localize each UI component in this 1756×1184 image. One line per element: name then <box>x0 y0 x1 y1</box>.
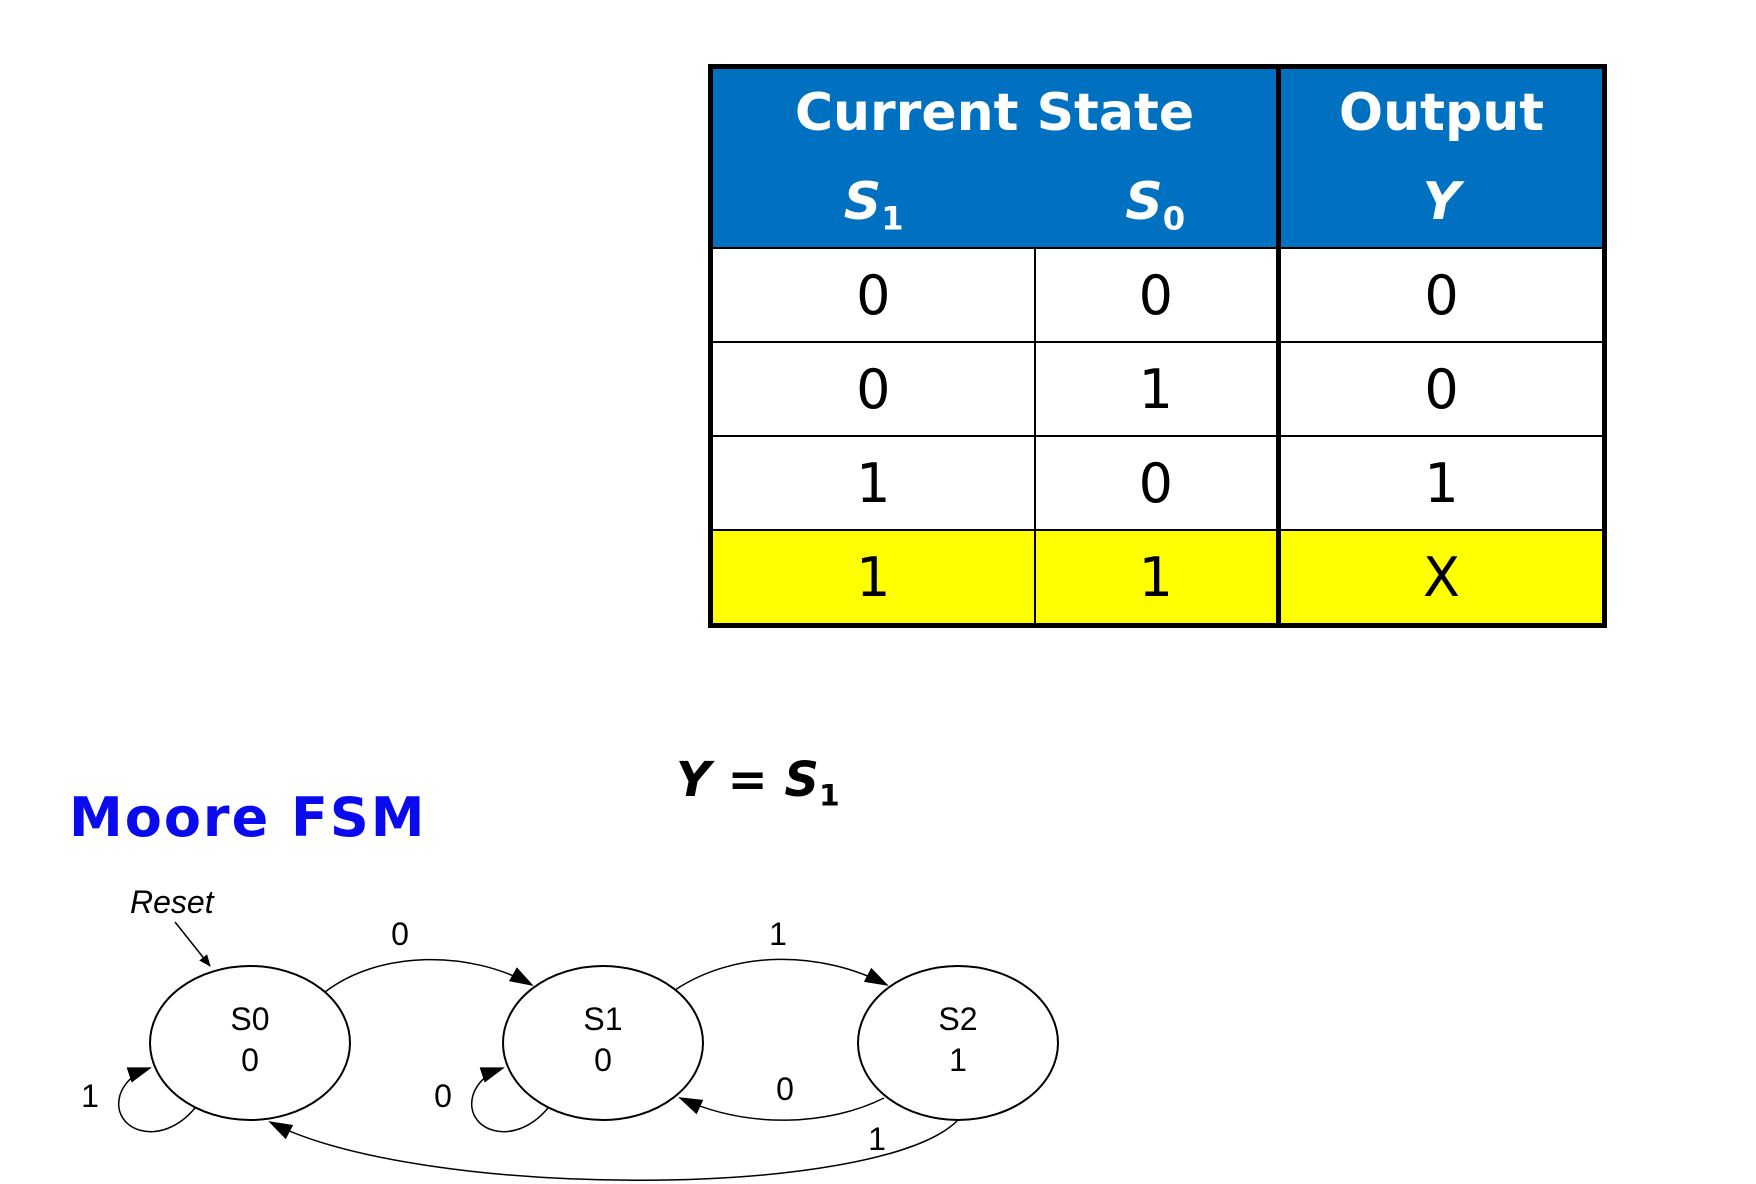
transition-s2-s1 <box>678 1097 885 1121</box>
equation-rhs: S <box>784 752 819 808</box>
column-header-s1: S1 <box>710 157 1035 248</box>
truth-table: Current State Output S1 S0 Y 0 0 0 0 1 0… <box>708 64 1607 628</box>
table-cell-y: 0 <box>1276 341 1606 437</box>
state-s1-circle <box>502 965 704 1121</box>
state-s0: S0 0 <box>149 965 351 1121</box>
table-cell-s1: 1 <box>709 529 1036 627</box>
column-header-s0-name: S <box>1125 172 1163 232</box>
transition-s0-s0 <box>117 1067 196 1133</box>
table-cell-s1: 1 <box>709 435 1036 531</box>
table-row: 0 0 0 <box>709 247 1606 343</box>
table-cell-y: 1 <box>1276 435 1606 531</box>
transition-s0-s1-label: 0 <box>391 916 409 952</box>
reset-label: Reset <box>130 884 215 920</box>
moore-fsm-title: Moore FSM <box>69 786 427 849</box>
transition-s0-s1 <box>324 958 534 993</box>
column-header-s0-subscript: 0 <box>1162 199 1186 238</box>
column-header-s1-name: S <box>843 172 882 232</box>
table-cell-s1: 0 <box>709 341 1036 437</box>
equation-lhs: Y <box>676 752 711 808</box>
table-row: 1 0 1 <box>709 435 1606 531</box>
column-header-s0: S0 <box>1034 157 1279 248</box>
output-equation: Y = S1 <box>676 752 840 811</box>
state-s2-name: S2 <box>938 1001 977 1037</box>
transition-s1-s1-label: 0 <box>434 1078 452 1114</box>
transition-s2-s0-label: 1 <box>868 1121 886 1157</box>
fsm-state-diagram: Reset S0 0 S1 0 S2 1 1 0 0 1 0 1 <box>81 884 1059 1181</box>
table-cell-y: 0 <box>1276 247 1606 343</box>
column-header-row: S1 S0 Y <box>710 157 1605 248</box>
state-s0-circle <box>149 965 351 1121</box>
table-cell-s0: 1 <box>1033 529 1280 627</box>
state-s1-name: S1 <box>583 1001 622 1037</box>
state-s2-output: 1 <box>949 1042 967 1078</box>
equation-rhs-subscript: 1 <box>818 778 840 814</box>
group-header-output: Output <box>1276 66 1605 157</box>
column-header-y: Y <box>1276 157 1605 248</box>
table-cell-s1: 0 <box>709 247 1036 343</box>
reset-arrow <box>174 921 211 967</box>
state-s1: S1 0 <box>502 965 704 1121</box>
transition-s0-s0-label: 1 <box>81 1078 99 1114</box>
column-header-s1-subscript: 1 <box>881 199 904 238</box>
table-row: 0 1 0 <box>709 341 1606 437</box>
transition-s1-s1 <box>470 1067 549 1133</box>
transition-s1-s2 <box>674 958 889 991</box>
state-s2: S2 1 <box>857 965 1059 1121</box>
column-header-y-name: Y <box>1422 172 1461 232</box>
state-s0-output: 0 <box>241 1042 259 1078</box>
group-header-current-state: Current State <box>710 66 1279 157</box>
state-s1-output: 0 <box>594 1042 612 1078</box>
table-cell-s0: 0 <box>1033 247 1280 343</box>
table-cell-s0: 1 <box>1033 341 1280 437</box>
state-s0-name: S0 <box>230 1001 269 1037</box>
transition-s2-s0 <box>268 1119 959 1181</box>
table-cell-s0: 0 <box>1033 435 1280 531</box>
table-cell-y: X <box>1276 529 1606 627</box>
transition-s1-s2-label: 1 <box>769 916 787 952</box>
table-row-highlighted: 1 1 X <box>709 529 1606 627</box>
group-header-row: Current State Output <box>710 66 1605 157</box>
equation-equals: = <box>710 752 785 808</box>
transition-s2-s1-label: 0 <box>776 1071 794 1107</box>
